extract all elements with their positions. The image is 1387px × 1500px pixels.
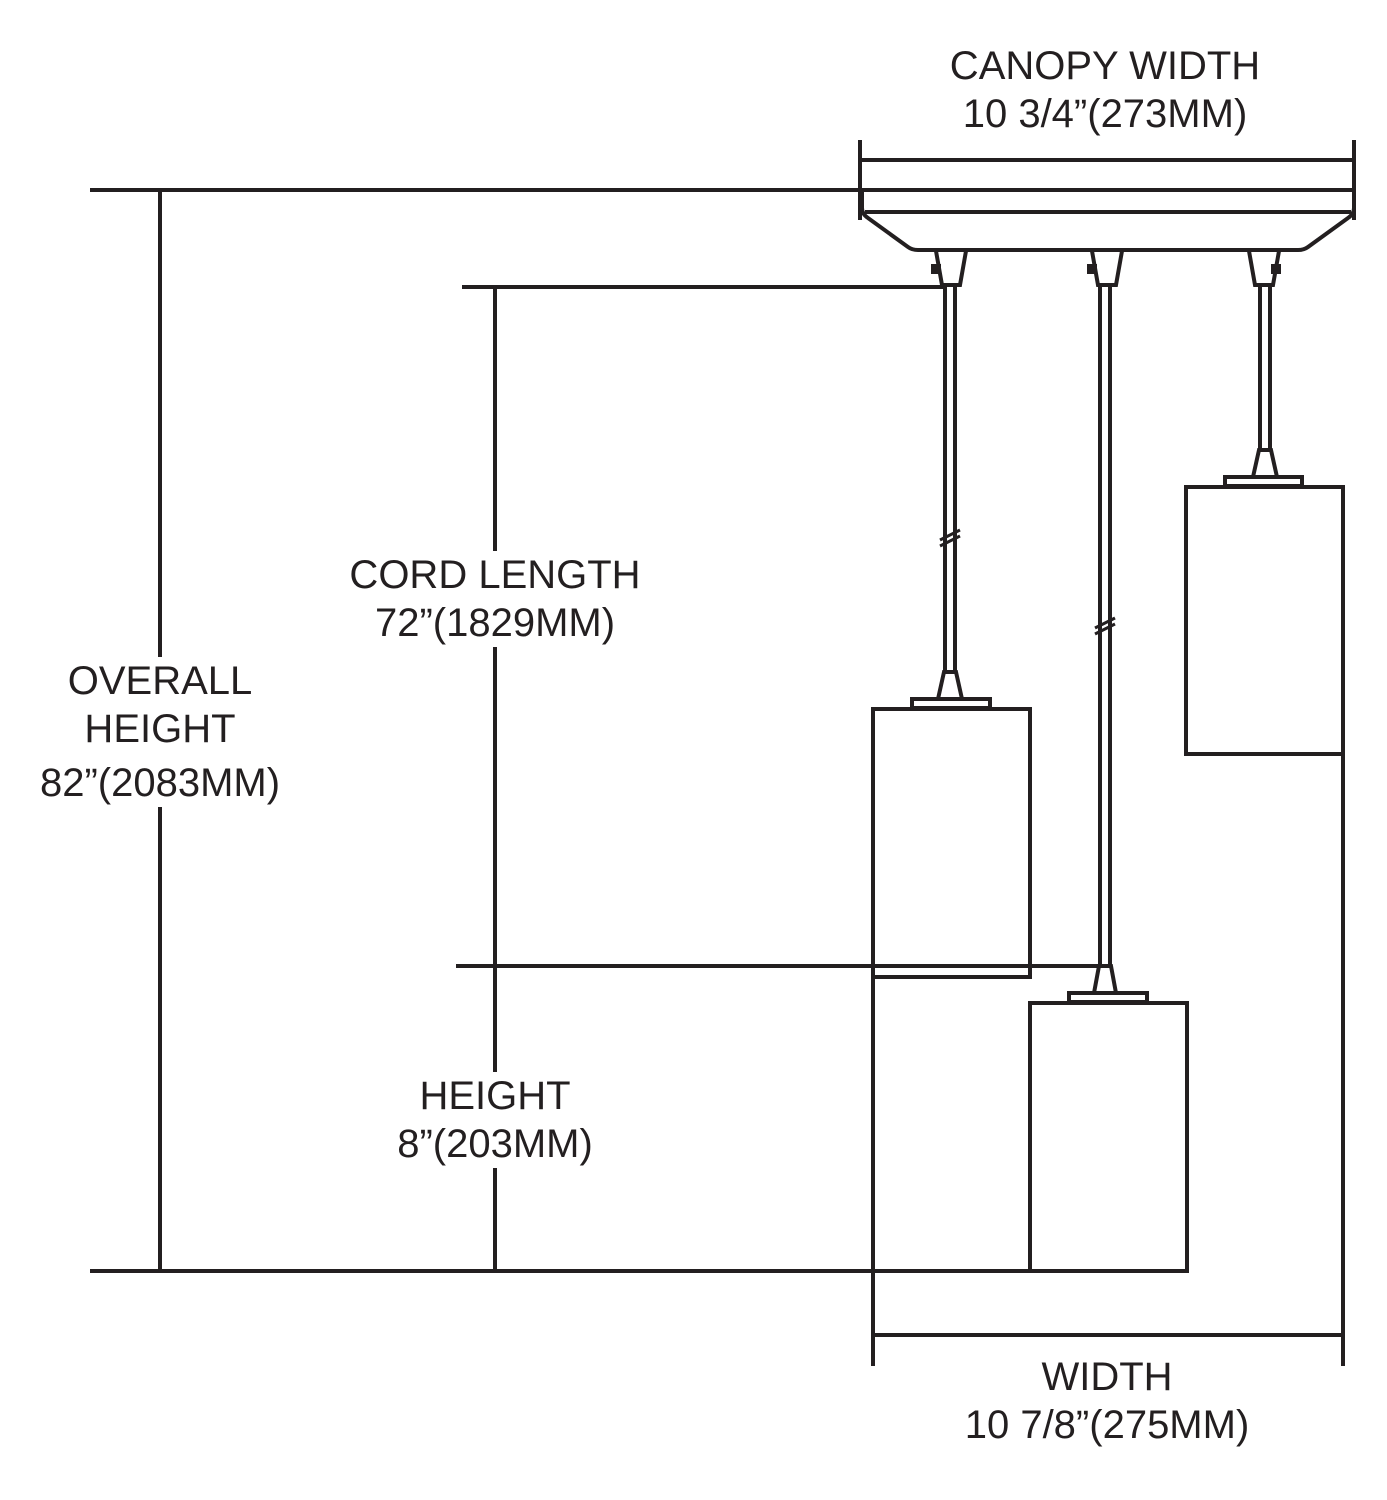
overall-height-title-2: HEIGHT [84, 707, 236, 751]
canopy-sockets [931, 250, 1281, 287]
height-title: HEIGHT [419, 1074, 571, 1118]
canopy-width-value: 10 3/4”(273MM) [962, 92, 1248, 136]
cord-length-label: CORD LENGTH 72”(1829MM) [347, 551, 643, 647]
width-label: WIDTH 10 7/8”(275MM) [963, 1353, 1252, 1449]
pendant-left [871, 285, 1032, 979]
height-value: 8”(203MM) [397, 1122, 593, 1166]
width-title: WIDTH [1041, 1355, 1173, 1399]
cord-length-title: CORD LENGTH [349, 553, 641, 597]
pendant-middle [1028, 285, 1189, 1273]
canopy-width-title: CANOPY WIDTH [949, 44, 1261, 88]
canopy-width-dimension [858, 140, 1356, 220]
cord-length-value: 72”(1829MM) [374, 601, 616, 645]
overall-height-value: 82”(2083MM) [39, 761, 281, 805]
overall-height-label: OVERALL HEIGHT 82”(2083MM) [37, 657, 283, 807]
pendant-right [1184, 285, 1345, 756]
overall-height-title-1: OVERALL [67, 659, 253, 703]
height-label: HEIGHT 8”(203MM) [395, 1072, 595, 1168]
width-value: 10 7/8”(275MM) [964, 1403, 1250, 1447]
canopy-width-label: CANOPY WIDTH 10 3/4”(273MM) [948, 42, 1262, 138]
width-dimension [871, 754, 1345, 1366]
canopy [860, 188, 1356, 252]
